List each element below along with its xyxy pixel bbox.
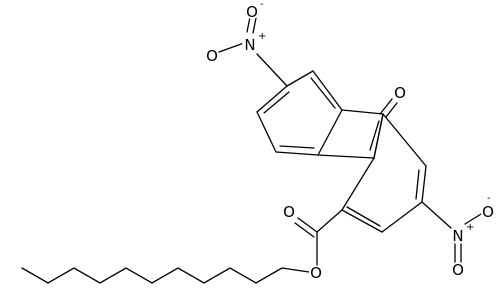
bond: [415, 169, 420, 200]
bond: [263, 91, 290, 114]
nitro-nitrogen-atom: N +: [242, 31, 266, 54]
bond: [256, 111, 277, 153]
bond: [312, 70, 343, 111]
ketone-oxygen-atom: O: [393, 84, 407, 102]
bond: [316, 209, 343, 233]
bond: [256, 53, 288, 87]
ester-ether-oxygen-atom: O: [309, 264, 323, 282]
nitro-oxygen-atom: O: [205, 47, 219, 65]
bond: [294, 222, 315, 238]
bond: [281, 267, 310, 273]
svg-text:+: +: [258, 31, 266, 42]
bond: [218, 42, 245, 53]
bond: [464, 213, 482, 225]
bond: [252, 17, 257, 34]
bond: [297, 217, 318, 233]
bond: [381, 201, 423, 233]
bond: [421, 201, 452, 229]
bond: [317, 154, 375, 159]
bond: [385, 102, 398, 118]
atom-layer: N + O - O O N + O -: [205, 0, 495, 282]
svg-text:+: +: [466, 222, 474, 233]
nitro-oxygen-atom: O -: [481, 193, 495, 221]
svg-text:O: O: [482, 203, 494, 221]
bond: [341, 209, 383, 233]
bond: [275, 151, 319, 156]
bond: [310, 77, 336, 109]
svg-text:O: O: [283, 203, 295, 221]
bond: [373, 113, 384, 159]
bond: [379, 98, 393, 115]
nitro-oxygen-atom: O -: [245, 0, 264, 21]
bond: [286, 70, 314, 87]
bond: [382, 113, 427, 167]
bond: [421, 165, 427, 203]
svg-text:O: O: [452, 261, 464, 279]
svg-text:O: O: [394, 84, 406, 102]
ester-carbonyl-oxygen-atom: O: [282, 203, 296, 221]
bond: [317, 109, 343, 156]
bond: [246, 16, 251, 33]
svg-text:N: N: [452, 227, 463, 245]
alkyl-chain: [21, 267, 283, 284]
bond: [341, 157, 375, 211]
bond-layer: [21, 16, 482, 284]
svg-text:N: N: [244, 36, 255, 54]
bond: [279, 145, 315, 149]
svg-text:-: -: [260, 0, 264, 10]
bond: [369, 120, 380, 151]
svg-text:O: O: [246, 3, 258, 21]
bond: [256, 85, 288, 113]
svg-text:-: -: [487, 193, 491, 204]
svg-text:O: O: [310, 264, 322, 282]
bond: [346, 206, 381, 227]
bond: [341, 109, 384, 115]
nitro-oxygen-atom: O: [451, 261, 465, 279]
svg-text:O: O: [206, 47, 218, 65]
nitro-nitrogen-atom: N +: [450, 222, 474, 245]
